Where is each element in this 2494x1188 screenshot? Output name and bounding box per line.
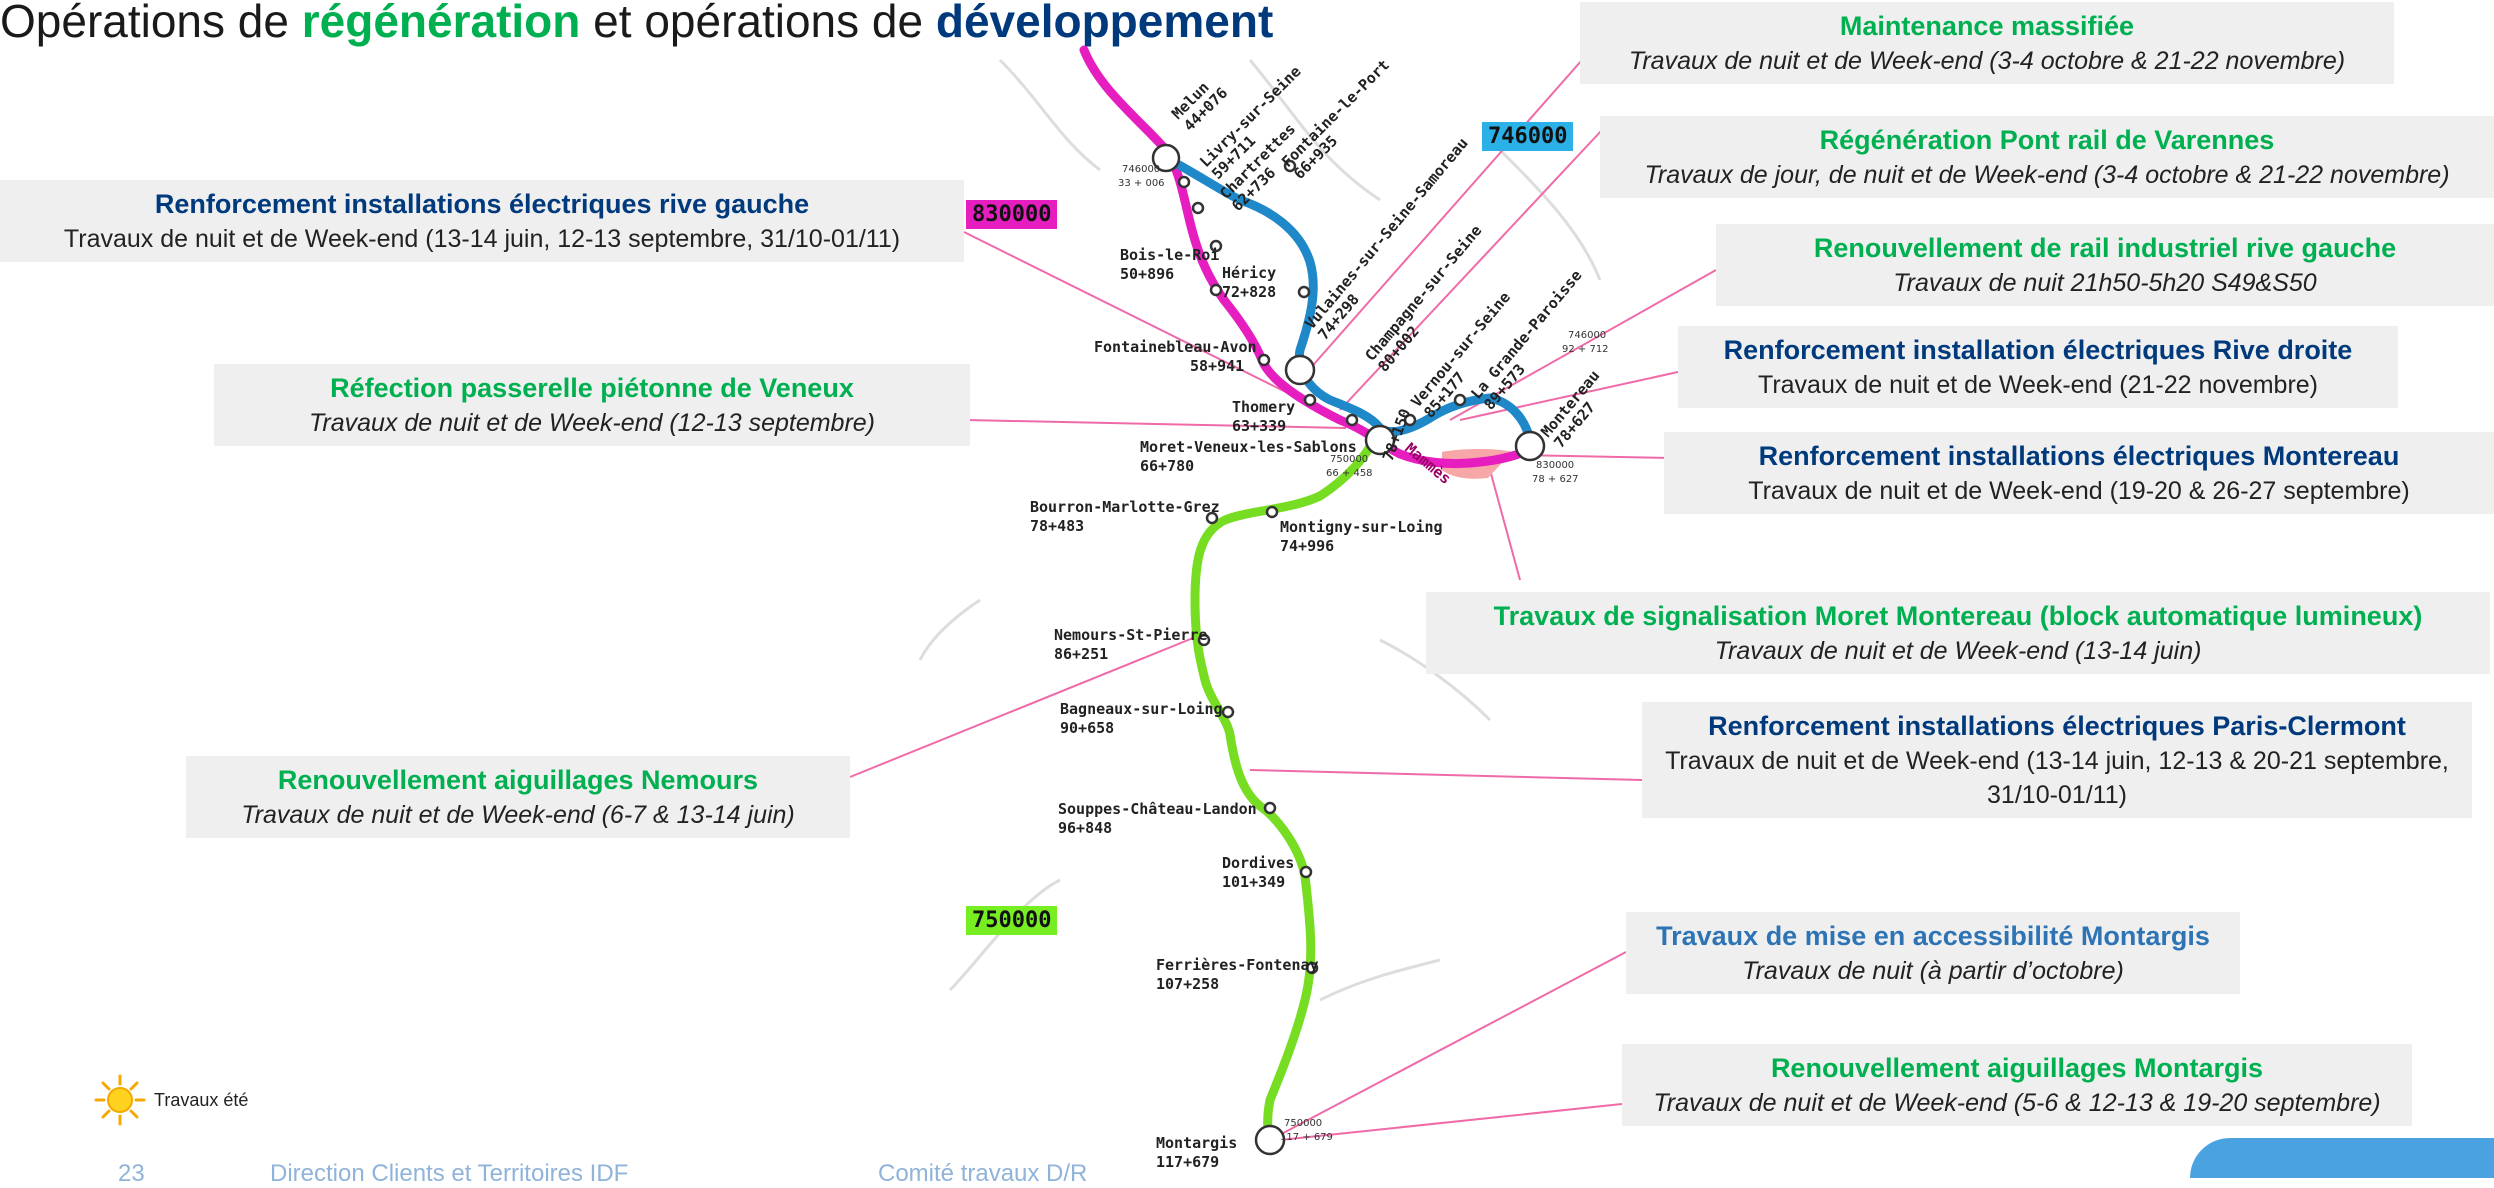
line-746000-blue [1161, 153, 1535, 445]
box-subtitle: Travaux de nuit et de Week-end (13-14 ju… [63, 225, 901, 253]
legend-label: Travaux été [154, 1089, 249, 1110]
kp-labels: 746000 33 + 006 746000 92 + 712 830000 7… [1118, 164, 1609, 1143]
box-heading: Renforcement installations électriques M… [1758, 441, 2400, 471]
line-code-746000: 746000 [1482, 122, 1574, 151]
station-name: Fontainebleau-Avon [1094, 338, 1257, 356]
sun-icon [94, 1074, 146, 1126]
box-rive-droite: Renforcement installation électriques Ri… [1678, 326, 2398, 408]
station-pk: 74+996 [1280, 537, 1334, 555]
station-pk: 86+251 [1054, 645, 1108, 663]
box-heading: Renouvellement aiguillages Nemours [277, 765, 759, 795]
box-subtitle: Travaux de nuit et de Week-end (13-14 ju… [1714, 637, 2202, 665]
station-name: Héricy [1222, 264, 1276, 282]
box-heading: Réfection passerelle piétonne de Veneux [330, 373, 854, 403]
box-maintenance: Maintenance massifiée Travaux de nuit et… [1580, 2, 2394, 84]
station-pk: 58+941 [1190, 357, 1244, 375]
mini-pk: 66 + 458 [1326, 468, 1373, 479]
station-name: Vulaines-sur-Seine-Samoreau [1301, 134, 1472, 332]
box-heading: Maintenance massifiée [1839, 11, 2135, 41]
box-subtitle: Travaux de nuit et de Week-end (5-6 & 12… [1653, 1089, 2381, 1117]
box-heading: Renforcement installations électriques r… [154, 189, 810, 219]
box-subtitle: Travaux de nuit (à partir d’octobre) [1742, 957, 2124, 985]
station-pk: 78+483 [1030, 517, 1084, 535]
page-number: 23 [118, 1160, 145, 1187]
station-pk: 63+339 [1232, 417, 1286, 435]
box-accessibilite: Travaux de mise en accessibilité Montarg… [1626, 912, 2240, 994]
box-nemours: Renouvellement aiguillages Nemours Trava… [186, 756, 850, 838]
legend: Travaux été [94, 1074, 248, 1126]
station-pk: 101+349 [1222, 873, 1285, 891]
box-heading: Régénération Pont rail de Varennes [1819, 125, 2275, 155]
box-veneux: Réfection passerelle piétonne de Veneux … [214, 364, 970, 446]
line-code-830000: 830000 [966, 200, 1058, 229]
box-rive-gauche-elec: Renforcement installations électriques r… [0, 180, 964, 262]
box-subtitle: Travaux de nuit et de Week-end (21-22 no… [1757, 371, 2319, 399]
footer-org: Direction Clients et Territoires IDF [270, 1160, 629, 1187]
page-title: Opérations de régénération et opérations… [0, 0, 1274, 47]
station-name: Montargis [1156, 1134, 1237, 1152]
mini-code: 750000 [1330, 454, 1368, 465]
mini-code: 750000 [1284, 1118, 1322, 1129]
station-pk: 117+679 [1156, 1153, 1219, 1171]
line-750000-green [1190, 427, 1383, 1145]
box-heading: Renouvellement aiguillages Montargis [1770, 1053, 2264, 1083]
box-varennes: Régénération Pont rail de Varennes Trava… [1600, 116, 2494, 198]
station-name: Bagneaux-sur-Loing [1060, 700, 1223, 718]
station-name: Bourron-Marlotte-Grez [1030, 498, 1220, 516]
station-name: Thomery [1232, 398, 1295, 416]
station-pk: 107+258 [1156, 975, 1219, 993]
box-montargis-aig: Renouvellement aiguillages Montargis Tra… [1622, 1044, 2412, 1126]
line-code-750000: 750000 [966, 906, 1058, 935]
mini-pk: 117 + 679 [1280, 1132, 1333, 1143]
station-name: Ferrières-Fontenay [1156, 956, 1319, 974]
mini-pk: 33 + 006 [1118, 178, 1165, 189]
station-markers [1151, 143, 1546, 1156]
box-heading: Renforcement installations électriques P… [1708, 711, 2406, 741]
station-pk: 90+658 [1060, 719, 1114, 737]
leader-lines [849, 59, 1717, 1141]
mini-pk: 92 + 712 [1562, 344, 1609, 355]
mini-code: 746000 [1122, 164, 1160, 175]
station-name: Bois-le-Roi [1120, 246, 1219, 264]
box-subtitle: Travaux de jour, de nuit et de Week-end … [1644, 161, 2450, 189]
footer-comite: Comité travaux D/R [878, 1160, 1088, 1187]
station-pk: 96+848 [1058, 819, 1112, 837]
mini-code: 830000 [1536, 460, 1574, 471]
box-signalisation: Travaux de signalisation Moret Montereau… [1426, 592, 2490, 674]
box-subtitle: Travaux de nuit 21h50-5h20 S49&S50 [1893, 269, 2317, 297]
box-montereau-elec: Renforcement installations électriques M… [1664, 432, 2494, 514]
box-heading: Travaux de mise en accessibilité Montarg… [1656, 921, 2210, 951]
mini-code: 746000 [1568, 330, 1606, 341]
box-paris-clermont: Renforcement installations électriques P… [1642, 702, 2472, 818]
box-subtitle: Travaux de nuit et de Week-end (3-4 octo… [1628, 47, 2346, 75]
station-name: Montigny-sur-Loing [1280, 518, 1443, 536]
station-name: Nemours-St-Pierre [1054, 626, 1208, 644]
station-name: Dordives [1222, 854, 1294, 872]
box-subtitle: Travaux de nuit et de Week-end (13-14 ju… [1665, 747, 2449, 809]
box-rail-industriel: Renouvellement de rail industriel rive g… [1716, 224, 2494, 306]
box-heading: Renforcement installation électriques Ri… [1723, 335, 2353, 365]
box-heading: Renouvellement de rail industriel rive g… [1813, 233, 2397, 263]
station-name: Souppes-Château-Landon [1058, 800, 1257, 818]
station-pk: 50+896 [1120, 265, 1174, 283]
box-subtitle: Travaux de nuit et de Week-end (12-13 se… [308, 409, 876, 437]
box-subtitle: Travaux de nuit et de Week-end (6-7 & 13… [241, 801, 795, 829]
station-pk: 72+828 [1222, 283, 1276, 301]
station-pk: 66+780 [1140, 457, 1194, 475]
station-name: Moret-Veneux-les-Sablons [1140, 438, 1357, 456]
logo-shape [2190, 1138, 2494, 1178]
box-subtitle: Travaux de nuit et de Week-end (19-20 & … [1748, 477, 2410, 505]
box-heading: Travaux de signalisation Moret Montereau… [1493, 601, 2423, 631]
mini-pk: 78 + 627 [1532, 474, 1579, 485]
